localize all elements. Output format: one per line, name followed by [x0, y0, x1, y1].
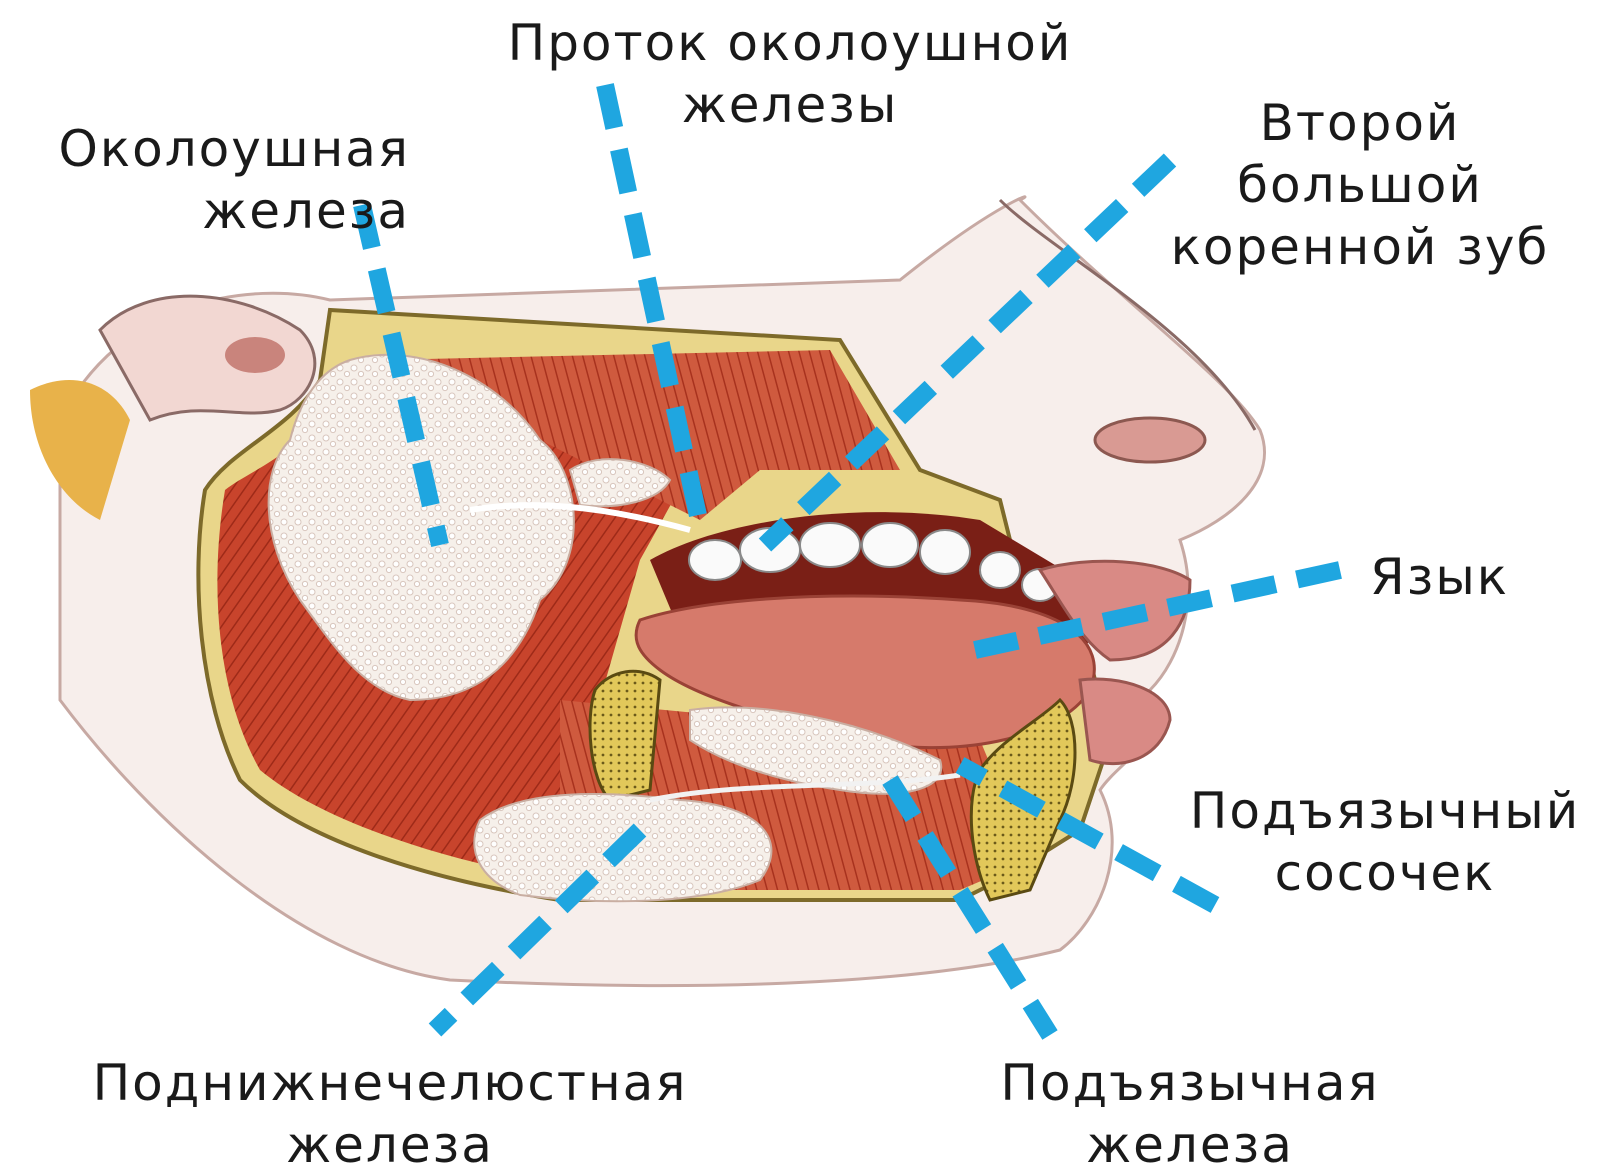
label-sublingual-gland: Подъязычная железа [960, 1052, 1420, 1176]
label-tongue: Язык [1370, 546, 1540, 608]
label-line: Околоушная [10, 118, 410, 180]
label-line: Подъязычная [960, 1052, 1420, 1114]
label-sublingual-papilla: Подъязычный сосочек [1160, 780, 1610, 904]
label-line: железа [960, 1114, 1420, 1176]
label-parotid-gland: Околоушная железа [10, 118, 410, 242]
label-line: железа [10, 180, 410, 242]
lower-lip [1080, 679, 1170, 764]
label-line: Подъязычный [1160, 780, 1610, 842]
label-line: коренной зуб [1120, 216, 1600, 278]
label-parotid-duct: Проток околоушной железы [470, 12, 1110, 136]
label-line: большой [1120, 154, 1600, 216]
label-line: Проток околоушной [470, 12, 1110, 74]
label-submandibular-gland: Поднижнечелюстная железа [40, 1052, 740, 1176]
label-second-molar: Второй большой коренной зуб [1120, 92, 1600, 278]
label-line: Второй [1120, 92, 1600, 154]
label-line: сосочек [1160, 842, 1610, 904]
label-line: железы [470, 74, 1110, 136]
label-line: железа [40, 1114, 740, 1176]
label-line: Поднижнечелюстная [40, 1052, 740, 1114]
label-line: Язык [1370, 546, 1540, 608]
mandible-section-back [590, 671, 660, 800]
nostril [1095, 418, 1205, 462]
